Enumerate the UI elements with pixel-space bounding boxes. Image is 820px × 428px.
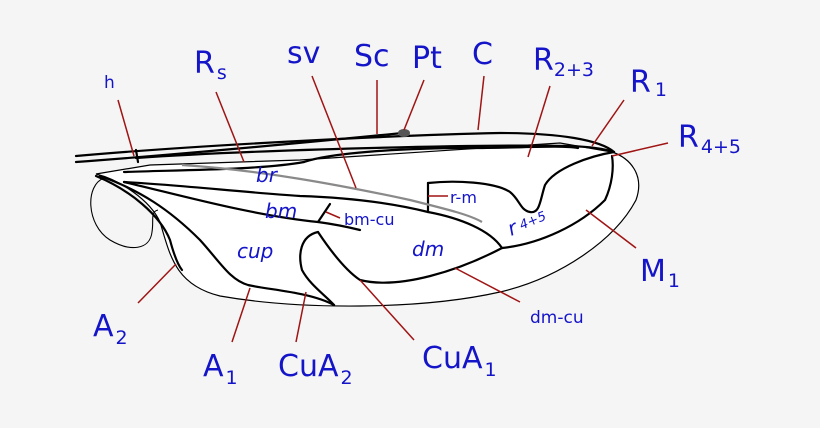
cua2-label-main: CuA (278, 349, 339, 384)
cua1-leader (359, 279, 415, 341)
cell-dm-label: dm (412, 237, 444, 261)
cua2-leader (295, 291, 307, 343)
r23-vein (302, 145, 580, 164)
r23-leader (527, 85, 551, 158)
cua1-label-main: CuA (422, 341, 483, 376)
r45-leader (611, 142, 669, 157)
cell-bm-label: bm (265, 199, 297, 223)
a1-label-main: A (203, 349, 224, 384)
r23-label-main: R (533, 43, 554, 78)
r45-label-main: R (678, 120, 699, 155)
bmcu-leader (325, 211, 341, 219)
rm-label: r-m (450, 188, 477, 207)
dmcu-crossvein (316, 230, 504, 284)
alula-lobe (90, 177, 159, 249)
r45-vein (426, 150, 616, 214)
cua1-vein (299, 230, 336, 307)
a2-label-sub: 2 (116, 327, 128, 349)
pt-label: Pt (412, 41, 442, 76)
pt-leader (403, 79, 425, 131)
cell-br-label: br (256, 163, 279, 187)
sc-label: Sc (354, 39, 390, 74)
pterostigma (398, 129, 410, 137)
rs-stem-vein (122, 160, 306, 174)
subcosta-vein (74, 131, 405, 164)
a1-label-sub: 1 (226, 367, 238, 389)
a1-vein (98, 174, 336, 307)
m1-label-main: M (640, 254, 666, 289)
radius-r1-vein (134, 144, 616, 160)
bmcu-crossvein (316, 202, 332, 224)
r23-label: R2+3 (533, 43, 594, 81)
r1-label-main: R (630, 65, 651, 100)
a1-leader (231, 287, 251, 343)
humeral-crossvein (134, 148, 140, 164)
a2-label-main: A (93, 309, 114, 344)
cua-vein (122, 180, 362, 232)
bmcu-label: bm-cu (344, 210, 394, 229)
r23-label-sub: 2+3 (554, 59, 594, 81)
costa-vein (74, 131, 616, 158)
h-label: h (104, 73, 115, 93)
cua2-label-sub: 2 (340, 367, 352, 389)
h-leader (117, 99, 135, 157)
m1-label-sub: 1 (668, 270, 680, 292)
sv-label: sv (287, 36, 320, 71)
c-leader (477, 75, 485, 131)
spurious-vein (181, 163, 483, 223)
dmcu-label: dm-cu (530, 308, 584, 328)
cua1-label-sub: 1 (484, 359, 496, 381)
r1-leader (591, 99, 625, 147)
r45-label-sub: 4+5 (701, 136, 741, 158)
dm-upper-vein (426, 210, 504, 250)
c-label: C (472, 37, 493, 72)
m1-leader (585, 209, 637, 249)
a2-vein (94, 174, 184, 272)
cell-cup-label: cup (237, 239, 273, 263)
m1-vein (500, 154, 614, 250)
rs-label-sub: s (217, 62, 227, 84)
rs-leader (215, 91, 245, 163)
r1-label-sub: 1 (655, 79, 667, 101)
sv-leader (311, 75, 357, 189)
media-vein (122, 180, 430, 214)
a2-leader (137, 263, 177, 304)
rs-label-main: R (194, 46, 215, 81)
dmcu-leader (454, 267, 521, 303)
